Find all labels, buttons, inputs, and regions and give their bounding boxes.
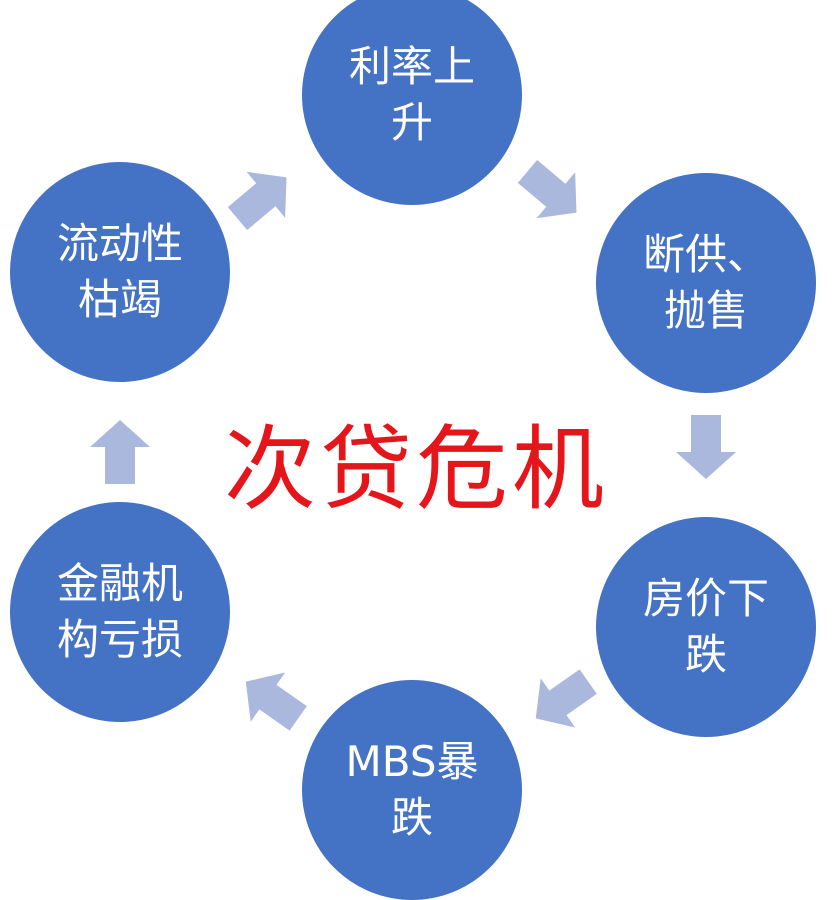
node-label: 利率上升 — [348, 42, 475, 147]
node-label: 房价下跌 — [642, 574, 769, 679]
node-label: 断供、抛售 — [642, 230, 769, 335]
node-label: MBS暴跌 — [345, 737, 479, 842]
arrow-icon — [245, 672, 307, 731]
node-house-price-fall: 房价下跌 — [596, 517, 816, 737]
node-mbs-crash: MBS暴跌 — [302, 680, 522, 900]
arrow-icon — [535, 669, 597, 728]
diagram-title: 次贷危机 — [223, 416, 608, 523]
arrow-icon — [90, 420, 150, 484]
node-institution-loss: 金融机构亏损 — [10, 502, 230, 722]
arrow-icon — [676, 415, 736, 479]
node-rate-rise: 利率上升 — [302, 0, 522, 205]
node-label: 金融机构亏损 — [56, 559, 183, 664]
node-default-sell: 断供、抛售 — [596, 173, 816, 393]
arrow-icon — [517, 159, 577, 219]
node-label: 流动性枯竭 — [56, 219, 183, 324]
node-liquidity-dry: 流动性枯竭 — [10, 162, 230, 382]
arrow-icon — [227, 171, 287, 231]
